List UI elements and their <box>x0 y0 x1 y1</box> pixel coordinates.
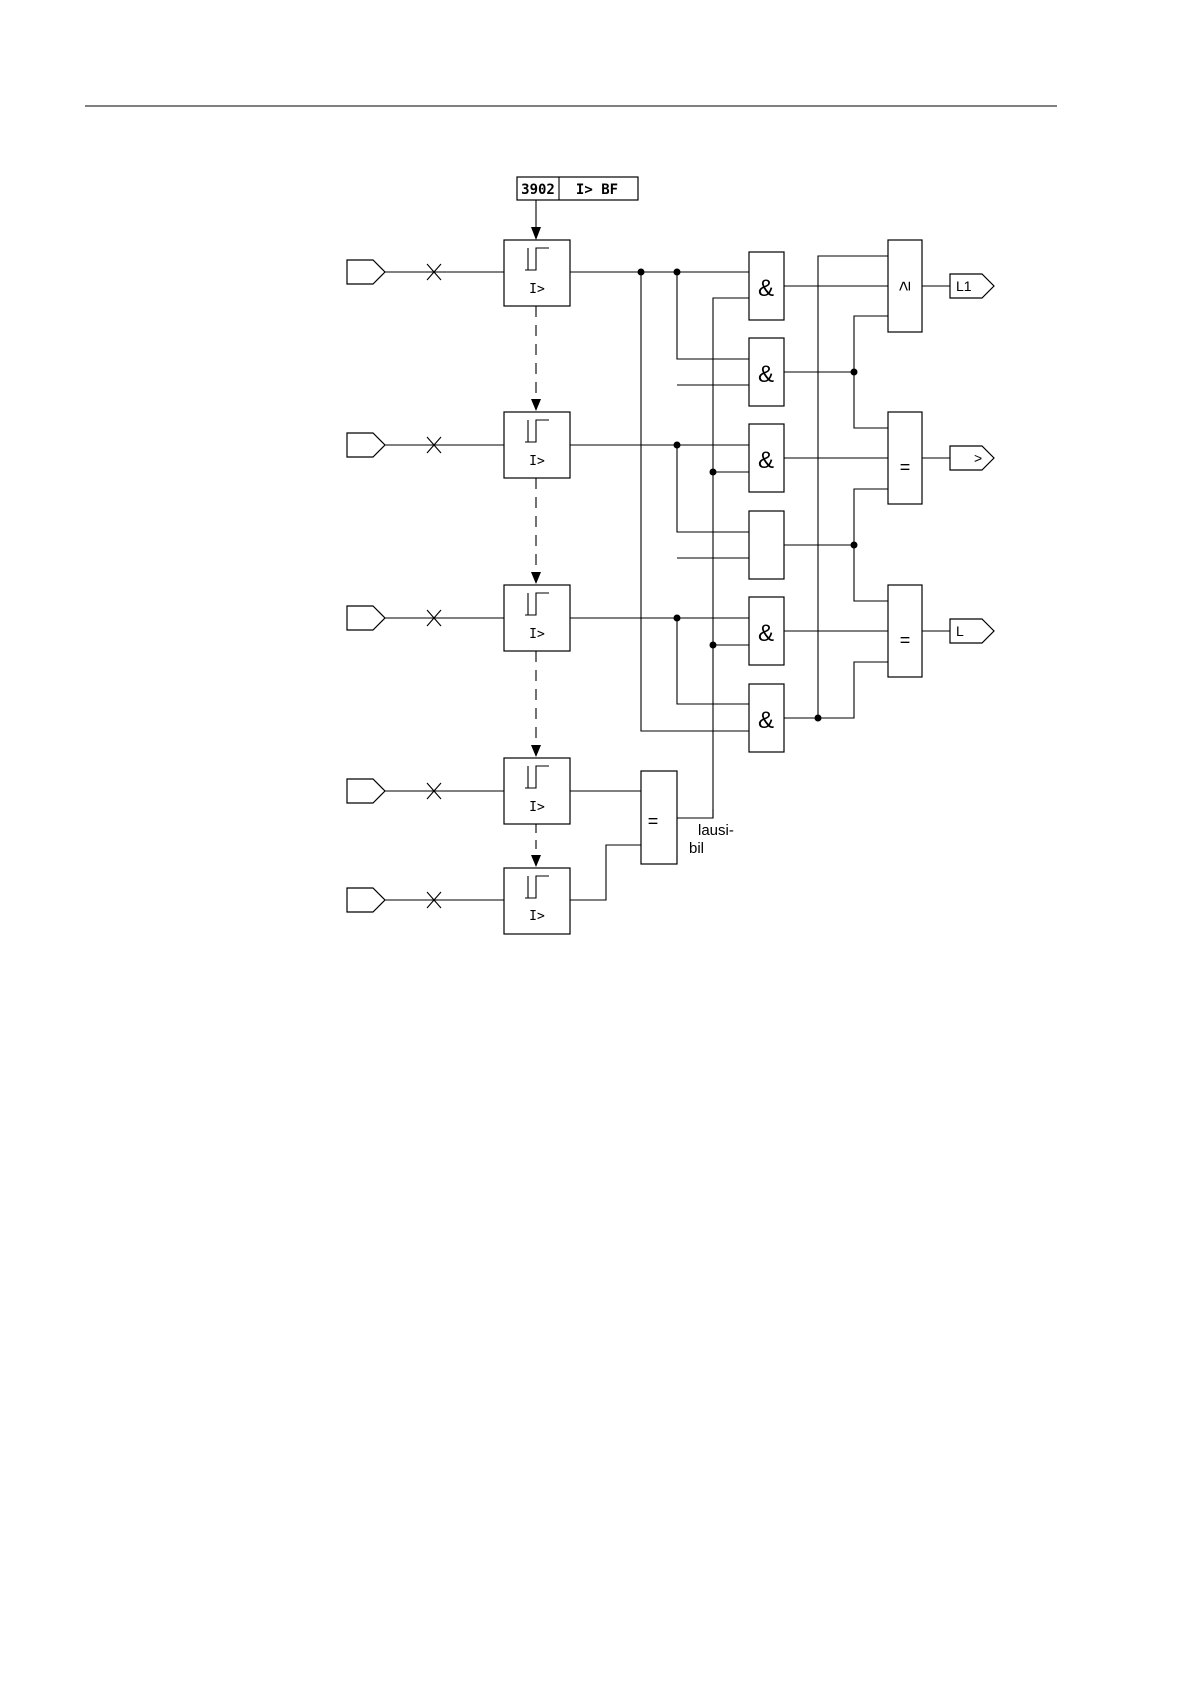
input-connector <box>347 606 385 630</box>
wire <box>818 662 888 718</box>
wire <box>570 845 641 900</box>
and-output-wiring <box>784 256 888 722</box>
plausibility-note-1: lausi- <box>698 822 734 839</box>
junction-dot <box>674 442 681 449</box>
dashed-arrowhead-3 <box>531 745 541 757</box>
parameter-address: 3902 <box>521 182 555 198</box>
threshold-block-label: I> <box>529 909 545 924</box>
setting-arrowhead <box>531 227 541 240</box>
junction-dot <box>851 369 858 376</box>
wire <box>854 489 888 601</box>
output-gate-label: = <box>900 457 911 477</box>
junction-dot <box>674 269 681 276</box>
output-gate-label: ≥ <box>894 281 914 291</box>
output-gate-label: = <box>900 630 911 650</box>
and-gate-label: & <box>758 447 774 474</box>
dashed-arrowhead-2 <box>531 572 541 584</box>
plausibility-gate-box <box>641 771 677 864</box>
and-gate-label: & <box>758 707 774 734</box>
output-gates: ≥ = = <box>888 240 922 677</box>
junction-dot <box>710 642 717 649</box>
threshold-block-label: I> <box>529 627 545 642</box>
and-gates: & & & & & <box>749 252 784 752</box>
junction-dot <box>674 615 681 622</box>
and-gate-label: & <box>758 275 774 302</box>
input-channel-2: I> <box>347 412 570 478</box>
junction-dot <box>851 542 858 549</box>
input-channel-1: I> <box>347 240 570 306</box>
junction-dot <box>638 269 645 276</box>
and-gate <box>749 511 784 579</box>
threshold-block <box>504 868 570 934</box>
junction-dot <box>815 715 822 722</box>
parameter-name: I> BF <box>576 182 618 198</box>
input-channel-5: I> <box>347 868 570 934</box>
input-connector <box>347 433 385 457</box>
output-label: L1 <box>956 278 972 294</box>
junction-dot <box>710 469 717 476</box>
and-gate-label: & <box>758 361 774 388</box>
output-connector-2 <box>950 446 994 470</box>
parameter-box: 3902 I> BF <box>517 177 638 200</box>
input-channel-4: I> <box>347 758 570 824</box>
outputs: L1 > L <box>922 274 994 643</box>
and-gate-label: & <box>758 620 774 647</box>
output-label: > <box>974 450 982 466</box>
threshold-block-label: I> <box>529 800 545 815</box>
plausibility-note-2: bil <box>689 840 704 857</box>
wire <box>818 256 888 718</box>
input-channel-3: I> <box>347 585 570 651</box>
input-connector <box>347 779 385 803</box>
input-connector <box>347 260 385 284</box>
plausibility-gate-label: = <box>648 811 659 831</box>
wire <box>641 272 749 731</box>
threshold-block-label: I> <box>529 282 545 297</box>
input-connector <box>347 888 385 912</box>
threshold-block-label: I> <box>529 454 545 469</box>
dashed-arrowhead-4 <box>531 855 541 867</box>
wire <box>854 316 888 428</box>
dashed-arrowhead-1 <box>531 399 541 411</box>
output-label: L <box>956 623 964 639</box>
